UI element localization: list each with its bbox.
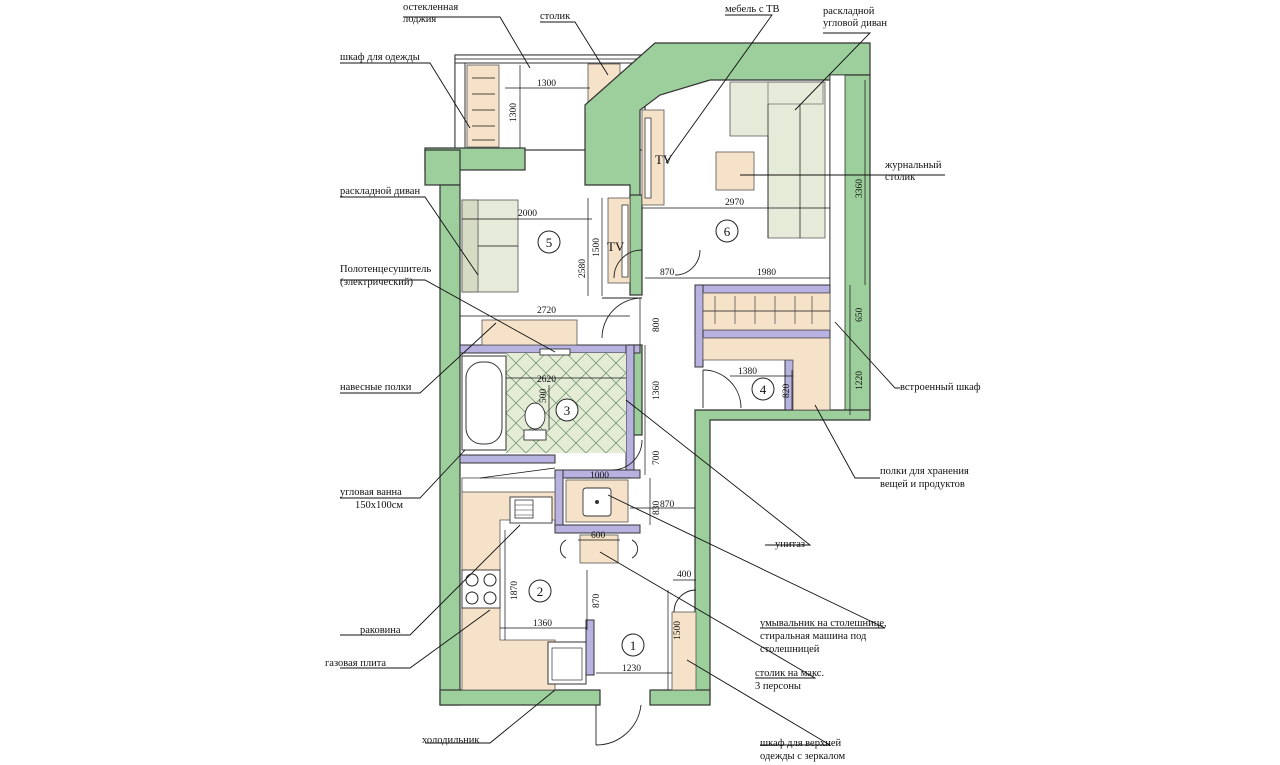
dim-1220: 1220 (855, 371, 865, 390)
label-towel-dryer-line1: Полотенцесушитель (340, 264, 431, 275)
label-gas-stove: газовая плита (325, 658, 386, 669)
folding-sofa (461, 199, 519, 293)
leader-lines (340, 14, 945, 746)
dim-2620: 2620 (537, 375, 556, 385)
outer-wardrobe (671, 611, 697, 691)
label-coffee-table-line1: журнальный (884, 160, 942, 171)
outer-walls (439, 42, 871, 706)
dim-870-kitchen: 870 (592, 594, 602, 609)
label-storage-shelves-line2: вещей и продуктов (880, 479, 965, 490)
dim-600: 600 (591, 531, 606, 541)
label-loggia-line2: лоджия (403, 14, 436, 25)
loggia-wardrobe (466, 64, 500, 148)
dim-1500-hall: 1500 (673, 621, 683, 640)
label-storage-shelves-line1: полки для хранения (880, 466, 969, 477)
label-corner-sofa-line2: угловой диван (823, 18, 887, 29)
annotation-labels: остекленная лоджия столик мебель с ТВ ра… (325, 2, 981, 762)
washbasin-counter (565, 479, 629, 523)
room-markers (528, 219, 775, 657)
dim-2720: 2720 (537, 306, 556, 316)
label-folding-sofa: раскладной диван (340, 186, 420, 197)
dim-1000: 1000 (590, 471, 609, 481)
label-outer-wardrobe-line1: шкаф для верхней (760, 738, 841, 749)
corner-bath (461, 355, 507, 451)
label-hanging-shelves: навесные полки (340, 382, 412, 393)
dim-500: 500 (539, 389, 549, 404)
corner-sofa (729, 81, 826, 239)
dim-1380: 1380 (738, 367, 757, 377)
room-number-6: 6 (724, 224, 731, 239)
dim-820: 820 (782, 384, 792, 399)
tv-furniture (641, 109, 665, 206)
dim-1360-bath: 1360 (652, 381, 662, 400)
label-corner-bath-line1: угловая ванна (340, 487, 402, 498)
label-washbasin-line2: стиральная машина под (760, 631, 867, 642)
dim-2970: 2970 (725, 198, 744, 208)
label-fridge: холодильник (422, 735, 480, 746)
dim-1980: 1980 (757, 268, 776, 278)
bathroom-floor (505, 352, 627, 454)
dim-2580: 2580 (578, 259, 588, 278)
dim-1230: 1230 (622, 664, 641, 674)
dim-830: 830 (652, 501, 662, 516)
label-washbasin-line1: умывальник на столешнице, (760, 618, 887, 629)
dim-800: 800 (652, 318, 662, 333)
label-corner-bath-line2: 150х100см (355, 500, 403, 511)
label-loggia-line1: остекленная (403, 2, 458, 13)
bedroom-desk (481, 319, 578, 346)
label-table-max-line1: столик на макс. (755, 668, 824, 679)
dim-1360-kitchen: 1360 (533, 619, 552, 629)
dim-1500-bedroom: 1500 (592, 238, 602, 257)
label-table-small: столик (540, 11, 571, 22)
tv-mark-bedroom: TV (607, 239, 625, 254)
partitions (459, 284, 831, 676)
dim-2000: 2000 (518, 209, 537, 219)
label-tv-furniture: мебель с ТВ (725, 4, 780, 15)
label-table-max-line2: 3 персоны (755, 681, 801, 692)
toilet (523, 402, 547, 441)
storage-shelves (702, 337, 831, 411)
room-number-5: 5 (546, 235, 553, 250)
dim-1300-v: 1300 (509, 103, 519, 122)
room-number-1: 1 (630, 638, 637, 653)
builtin-wardrobe (702, 292, 831, 331)
dim-870-top: 870 (660, 268, 675, 278)
dim-3360: 3360 (855, 179, 865, 198)
label-builtin-wardrobe: встроенный шкаф (900, 382, 981, 393)
kitchen-counter (461, 467, 556, 691)
gas-stove (461, 569, 501, 609)
dim-870-corridor: 870 (660, 500, 675, 510)
label-sink: раковина (360, 625, 401, 636)
label-coffee-table-line2: столик (885, 172, 916, 183)
dim-650: 650 (855, 308, 865, 323)
label-towel-dryer-line2: (электрический) (340, 277, 413, 288)
dim-400: 400 (677, 570, 692, 580)
label-outer-wardrobe-line2: одежды с зеркалом (760, 751, 846, 762)
label-wardrobe: шкаф для одежды (340, 52, 420, 63)
kitchen-sink (509, 496, 553, 524)
bedroom-tv-unit (607, 197, 631, 284)
dim-1300-h: 1300 (537, 79, 556, 89)
label-corner-sofa-line1: раскладной (823, 6, 875, 17)
room-number-2: 2 (537, 584, 544, 599)
label-toilet: унитаз (775, 539, 805, 550)
dim-1870: 1870 (510, 581, 520, 600)
room-number-3: 3 (564, 403, 571, 418)
coffee-table (715, 151, 755, 191)
label-washbasin-line3: столешницей (760, 644, 820, 655)
dimension-lines (460, 65, 866, 690)
dim-700: 700 (652, 451, 662, 466)
doors (595, 249, 742, 746)
dimension-labels: 1300 1300 2000 1500 2580 2970 3360 870 1… (509, 79, 865, 674)
room-number-4: 4 (760, 382, 767, 397)
fridge (547, 641, 587, 685)
tv-mark-living: TV (655, 152, 673, 167)
